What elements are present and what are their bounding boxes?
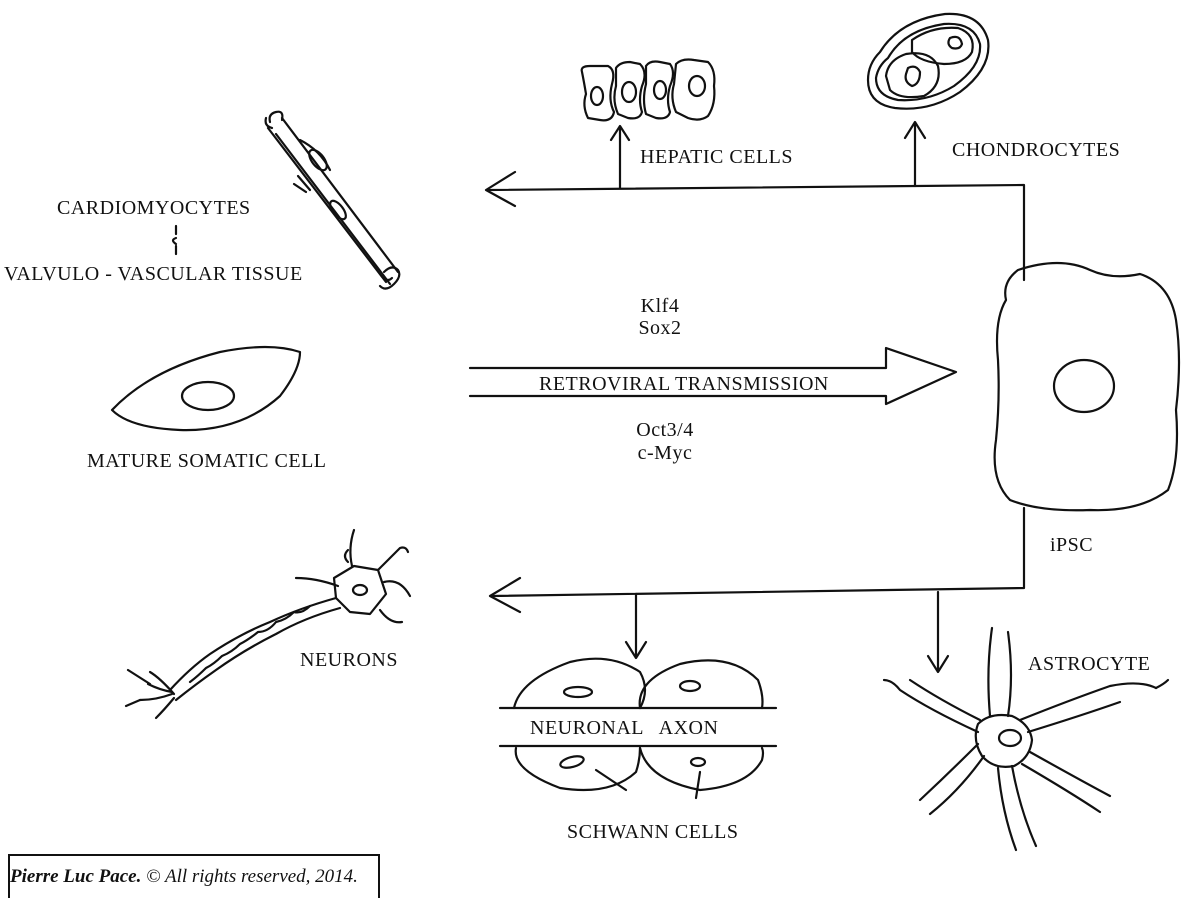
schwann-arrow (626, 594, 646, 658)
label-neuronal-axon: NEURONAL AXON (530, 718, 718, 738)
astrocyte-arrow (928, 592, 948, 672)
label-hepatic-cells: HEPATIC CELLS (640, 147, 793, 167)
neuron-icon (126, 530, 410, 718)
label-astrocyte: ASTROCYTE (1028, 654, 1150, 674)
label-retroviral-transmission: RETROVIRAL TRANSMISSION (539, 374, 829, 394)
label-neurons: NEURONS (300, 650, 398, 670)
label-sox2: Sox2 (620, 318, 700, 338)
credit-rights: © All rights reserved, 2014. (141, 866, 358, 887)
mature-somatic-cell-icon (112, 347, 300, 430)
label-cardiomyocytes: CARDIOMYOCYTES (57, 198, 251, 218)
label-schwann-cells: SCHWANN CELLS (567, 822, 739, 842)
label-chondrocytes: CHONDROCYTES (952, 140, 1120, 160)
label-klf4: Klf4 (620, 296, 700, 316)
bottom-branch-arrow (490, 508, 1024, 612)
top-branch-arrow (486, 172, 1024, 280)
label-ipsc: iPSC (1050, 535, 1093, 555)
cardio-connector (173, 226, 176, 254)
label-valvulo-vascular: VALVULO - VASCULAR TISSUE (4, 264, 303, 284)
hepatic-cells-icon (582, 60, 715, 121)
hepatic-arrow (611, 126, 629, 188)
chondrocyte-arrow (905, 122, 925, 186)
chondrocytes-icon (868, 14, 988, 109)
credit-author: Pierre Luc Pace. (10, 866, 141, 887)
label-cmyc: c-Myc (620, 443, 710, 463)
label-mature-somatic-cell: MATURE SOMATIC CELL (87, 451, 327, 471)
ipsc-cell-icon (995, 263, 1179, 510)
label-oct34: Oct3/4 (620, 420, 710, 440)
copyright-credit: Pierre Luc Pace. © All rights reserved, … (10, 866, 358, 888)
